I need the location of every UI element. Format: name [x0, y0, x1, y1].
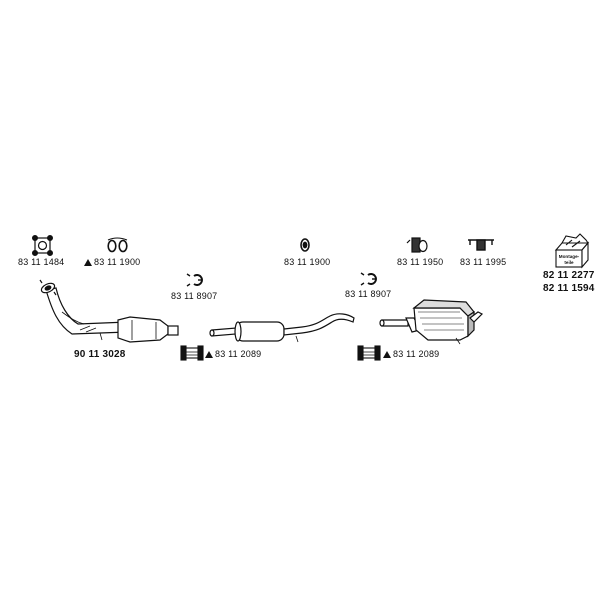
part-number-gasket-square: 83 11 1484	[18, 257, 65, 267]
part-number-sleeve-clamp-1-wrap: 83 11 2089	[205, 349, 261, 359]
rear-muffler-drawing	[379, 299, 484, 345]
part-number-kit-1: 82 11 2277	[543, 270, 595, 281]
middle-muffler-drawing	[209, 313, 355, 343]
part-number-sleeve-clamp-2-wrap: 83 11 2089	[383, 349, 439, 359]
part-number-mount-1: 83 11 1950	[397, 257, 444, 267]
warning-triangle-icon	[383, 351, 391, 358]
part-number-hanger-1: 83 11 1900	[284, 257, 331, 267]
kit-box-text-line1: Montage-	[559, 254, 580, 259]
part-number-clamp-2: 83 11 8907	[345, 289, 392, 299]
part-number-sleeve-clamp-1: 83 11 2089	[215, 349, 262, 359]
part-number-sleeve-clamp-2: 83 11 2089	[393, 349, 440, 359]
warning-triangle-icon	[84, 259, 92, 266]
kit-box-text-line2: teile	[564, 260, 574, 265]
sleeve-clamp-icon	[357, 345, 381, 361]
sleeve-clamp-icon	[180, 345, 204, 361]
bracket-mount-icon	[406, 237, 428, 253]
part-number-front-pipe: 90 11 3028	[74, 349, 126, 360]
clamp-icon	[186, 273, 203, 287]
double-ring-gasket-icon	[107, 237, 128, 253]
mounting-kit-box-icon	[554, 233, 590, 269]
square-gasket-icon	[31, 235, 53, 257]
part-number-clamp-1: 83 11 8907	[171, 291, 218, 301]
part-number-gasket-double-wrap: 83 11 1900	[84, 257, 140, 267]
part-number-mount-2: 83 11 1995	[460, 257, 507, 267]
clamp-icon	[360, 272, 377, 286]
hanger-bar-icon	[468, 239, 494, 251]
part-number-kit-2: 82 11 1594	[543, 283, 595, 294]
front-pipe-catalyst-drawing	[39, 279, 179, 343]
rubber-hanger-icon	[300, 238, 310, 252]
part-number-gasket-double: 83 11 1900	[94, 257, 141, 267]
warning-triangle-icon	[205, 351, 213, 358]
